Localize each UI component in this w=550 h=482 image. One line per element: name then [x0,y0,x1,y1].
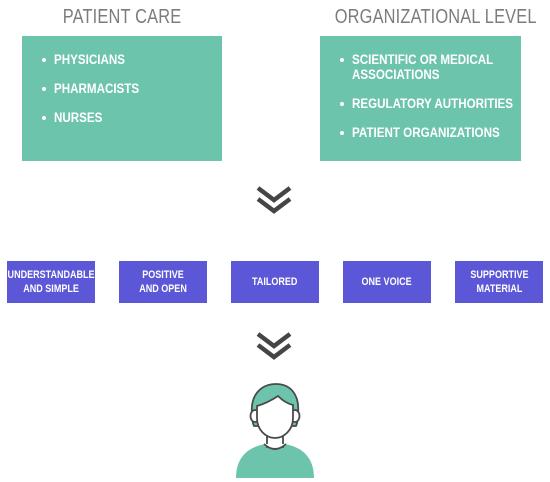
organizational-level-item: REGULATORY AUTHORITIES [340,96,513,111]
patient-care-box: PHYSICIANS PHARMACISTS NURSES [22,36,222,161]
patient-care-list: PHYSICIANS PHARMACISTS NURSES [42,52,212,125]
patient-care-item: PHARMACISTS [42,81,212,96]
attribute-box-understandable: UNDERSTANDABLE AND SIMPLE [7,261,95,303]
double-chevron-down-icon [256,332,292,360]
organizational-level-box: SCIENTIFIC OR MEDICAL ASSOCIATIONS REGUL… [320,36,521,161]
organizational-level-item: PATIENT ORGANIZATIONS [340,125,511,140]
patient-care-heading: PATIENT CARE [62,6,182,28]
person-icon [236,383,314,478]
organizational-level-list: SCIENTIFIC OR MEDICAL ASSOCIATIONS REGUL… [340,52,513,140]
organizational-level-heading: ORGANIZATIONAL LEVEL [334,6,537,28]
double-chevron-down-icon [256,186,292,214]
patient-care-item: NURSES [42,110,212,125]
attribute-box-one-voice: ONE VOICE [343,261,431,303]
attribute-box-tailored: TAILORED [231,261,319,303]
organizational-level-item: SCIENTIFIC OR MEDICAL ASSOCIATIONS [340,52,511,82]
patient-care-item: PHYSICIANS [42,52,212,67]
attribute-box-positive: POSITIVE AND OPEN [119,261,207,303]
attribute-box-supportive: SUPPORTIVE MATERIAL [455,261,543,303]
